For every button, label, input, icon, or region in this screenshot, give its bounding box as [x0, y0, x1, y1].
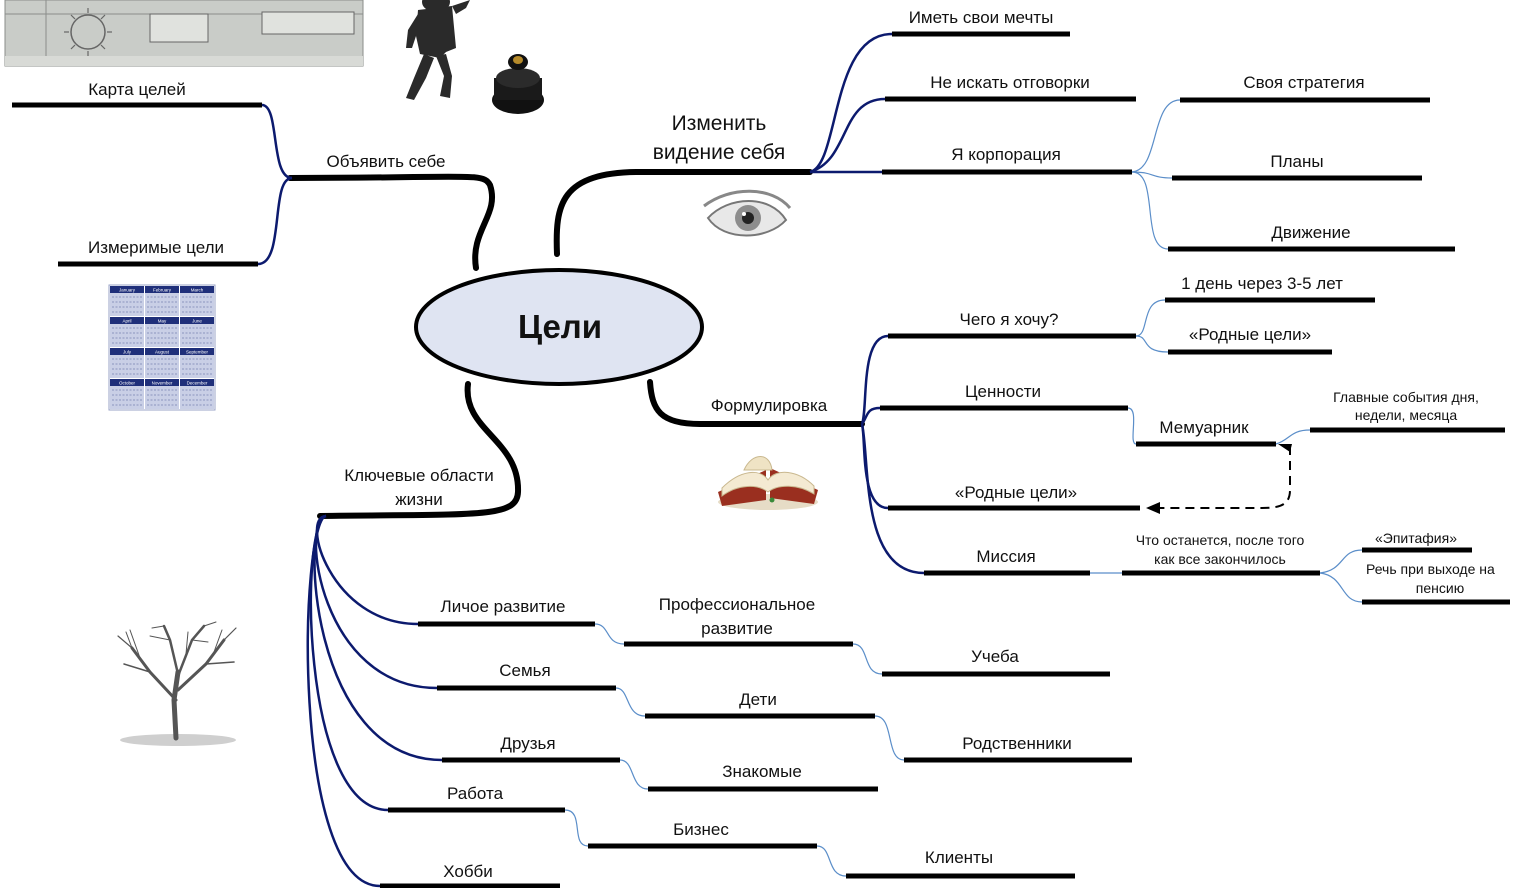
calendar-month-header	[180, 317, 214, 324]
calendar-month-header	[145, 286, 179, 293]
calendar-month-header	[180, 286, 214, 293]
formulation-item: Ценности	[964, 382, 1042, 401]
calendar-month-header	[110, 348, 144, 355]
thin-connectors	[564, 99, 1363, 877]
calendar-month-name: April	[122, 319, 131, 324]
calendar-month-header	[110, 317, 144, 324]
calendar-month-name: January	[119, 288, 136, 293]
tree-drawing	[117, 621, 237, 746]
eye-drawing	[703, 189, 792, 237]
memoir-note-line1: Главные события дня,	[1333, 389, 1479, 405]
whiteboard-photo	[4, 0, 364, 67]
area-item: Хобби	[443, 862, 493, 881]
vision-item: Я корпорация	[951, 145, 1061, 164]
calendar-month-header	[145, 317, 179, 324]
branch-areas-line1: Ключевые области	[344, 466, 494, 485]
main-trunks	[287, 169, 865, 519]
formulation-item: «Родные цели»	[954, 483, 1078, 502]
calendar-month-name: February	[153, 288, 172, 293]
announce-item: Измеримые цели	[87, 238, 225, 257]
values-item: Мемуарник	[1159, 418, 1249, 437]
vision-item: Иметь свои мечты	[908, 8, 1054, 27]
area-item: Работа	[446, 784, 504, 803]
mission-note-line1: Что останется, после того	[1135, 532, 1305, 548]
branch-areas-line2: жизни	[395, 490, 443, 509]
area-item: Друзья	[500, 734, 556, 753]
calendar-month-name: March	[191, 288, 204, 293]
calendar-month-header	[110, 379, 144, 386]
sub-area-acquaintances: Знакомые	[722, 762, 802, 781]
calendar-month-name: May	[158, 319, 167, 324]
announce-item: Карта целей	[88, 80, 186, 99]
calendar-month-name: November	[152, 381, 173, 386]
want-item: 1 день через 3-5 лет	[1181, 274, 1343, 293]
calendar-month-name: December	[187, 381, 208, 386]
formulation-item: Миссия	[976, 547, 1036, 566]
navy-connectors	[257, 32, 925, 888]
calendar-month-name: June	[192, 319, 202, 324]
calendar-month-header	[110, 286, 144, 293]
branch-announce: Объявить себе	[326, 152, 446, 171]
stamp-picture	[492, 54, 544, 114]
calendar-month-name: July	[123, 350, 132, 355]
calendar-month-header	[180, 379, 214, 386]
mission-item: пенсию	[1415, 580, 1465, 596]
dashed-arrow	[1146, 444, 1292, 514]
formulation-item: Чего я хочу?	[959, 310, 1059, 329]
center-oval	[414, 268, 704, 386]
calendar-month-name: October	[119, 381, 136, 386]
man-figure	[406, 0, 470, 100]
calendar-month-name: September	[186, 350, 209, 355]
branch-vision-line1: Изменить	[671, 112, 767, 135]
want-item: «Родные цели»	[1188, 325, 1312, 344]
memoir-note-line2: недели, месяца	[1354, 407, 1458, 423]
sub-area-prof-line1: Профессиональное	[658, 595, 816, 614]
calendar-month-header	[180, 348, 214, 355]
mission-note-line2: как все закончилось	[1154, 551, 1286, 567]
corporation-item: Планы	[1270, 152, 1324, 171]
mission-item: Речь при выходе на	[1366, 561, 1495, 577]
area-item: Семья	[499, 661, 551, 680]
corporation-item: Своя стратегия	[1243, 73, 1365, 92]
vision-item: Не искать отговорки	[930, 73, 1090, 92]
sub-area-children: Дети	[739, 690, 777, 709]
corporation-item: Движение	[1271, 223, 1351, 242]
center-title: Цели	[517, 308, 603, 345]
book-picture	[718, 456, 818, 510]
label-bars	[12, 31, 1510, 888]
branch-formulation: Формулировка	[710, 396, 828, 415]
branch-vision-line2: видение себя	[652, 141, 786, 164]
sub-area-business: Бизнес	[673, 820, 729, 839]
sub-area-relatives: Родственники	[962, 734, 1072, 753]
sub-area-study: Учеба	[971, 647, 1019, 666]
sub-area-clients: Клиенты	[924, 848, 994, 867]
calendar-month-name: August	[155, 350, 170, 355]
sub-area-prof-line2: развитие	[701, 619, 773, 638]
mission-item: «Эпитафия»	[1375, 530, 1457, 546]
area-item: Личое развитие	[440, 597, 566, 616]
calendar-month-header	[145, 379, 179, 386]
calendar-month-header	[145, 348, 179, 355]
